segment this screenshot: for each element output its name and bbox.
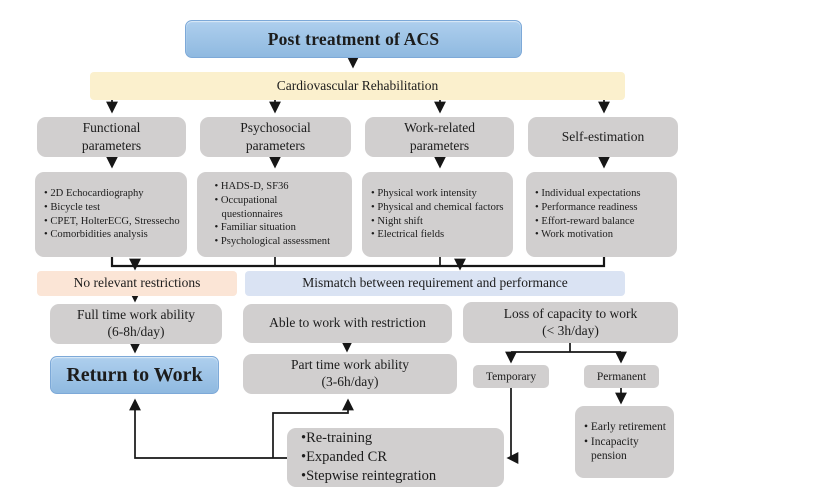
full-time-line2: (6-8h/day) xyxy=(107,324,165,339)
bullet-item: Stepwise reintegration xyxy=(301,467,500,486)
bullet-item: Bicycle test xyxy=(44,201,183,215)
column-header-functional: Functional parameters xyxy=(37,117,186,157)
collector-line xyxy=(110,257,606,268)
bullet-item: HADS-D, SF36 xyxy=(215,180,340,194)
part-time-box: Part time work ability (3-6h/day) xyxy=(243,354,457,394)
bullet-item: Re-training xyxy=(301,429,500,448)
column-header-self-estimation: Self-estimation xyxy=(528,117,678,157)
permanent-box: Permanent xyxy=(584,365,659,388)
bullet-item: Work motivation xyxy=(535,228,673,242)
pension-box: Early retirement Incapacity pension xyxy=(575,406,674,478)
bullet-item: CPET, HolterECG, Stressecho xyxy=(44,215,183,229)
bullet-item: Occupational questionnaires xyxy=(215,194,340,222)
loss-of-capacity-line2: (< 3h/day) xyxy=(542,322,599,338)
able-with-restriction-box: Able to work with restriction xyxy=(243,304,452,343)
bullet-item: Early retirement xyxy=(584,420,670,435)
bullet-item: Incapacity pension xyxy=(584,435,670,465)
post-treatment-title-box: Post treatment of ACS xyxy=(185,20,522,58)
no-restrictions-label: No relevant restrictions xyxy=(73,275,201,291)
able-with-restriction-label: Able to work with restriction xyxy=(269,315,426,331)
bullet-item: Night shift xyxy=(371,215,509,229)
self-estimation-items-box: Individual expectations Performance read… xyxy=(526,172,677,257)
column-header-psychosocial: Psychosocial parameters xyxy=(200,117,351,157)
return-to-work-box: Return to Work xyxy=(50,356,219,394)
column-header-label: Functional parameters xyxy=(81,119,142,153)
bullet-item: Expanded CR xyxy=(301,448,500,467)
functional-items-box: 2D Echocardiography Bicycle test CPET, H… xyxy=(35,172,187,257)
column-header-label: Self-estimation xyxy=(561,128,645,144)
bullet-item: Physical work intensity xyxy=(371,187,509,201)
full-time-box: Full time work ability (6-8h/day) xyxy=(50,304,222,344)
arrow-temporary-to-retraining xyxy=(506,388,519,464)
mismatch-box: Mismatch between requirement and perform… xyxy=(245,271,625,296)
mismatch-label: Mismatch between requirement and perform… xyxy=(302,275,568,291)
psychosocial-items-box: HADS-D, SF36 Occupational questionnaires… xyxy=(197,172,352,257)
cardiovascular-rehab-box: Cardiovascular Rehabilitation xyxy=(90,72,625,100)
work-related-items-box: Physical work intensity Physical and che… xyxy=(362,172,513,257)
bullet-item: Individual expectations xyxy=(535,187,673,201)
bullet-item: Comorbidities analysis xyxy=(44,228,183,242)
bullet-item: Electrical fields xyxy=(371,228,509,242)
arrow-retraining-to-parttime xyxy=(272,398,354,458)
arrow-retraining-to-return xyxy=(129,398,287,459)
cardiovascular-rehab-label: Cardiovascular Rehabilitation xyxy=(276,77,439,93)
retraining-box: Re-training Expanded CR Stepwise reinteg… xyxy=(287,428,504,487)
temporary-label: Temporary xyxy=(485,370,537,383)
part-time-line2: (3-6h/day) xyxy=(321,374,379,389)
column-header-work-related: Work-related parameters xyxy=(365,117,514,157)
flow-arrows xyxy=(106,56,627,464)
permanent-label: Permanent xyxy=(596,370,647,383)
column-header-label: Work-related parameters xyxy=(404,119,475,153)
column-header-label: Psychosocial parameters xyxy=(240,119,311,153)
bullet-item: 2D Echocardiography xyxy=(44,187,183,201)
temporary-box: Temporary xyxy=(473,365,549,388)
return-to-work-label: Return to Work xyxy=(66,363,203,386)
post-treatment-title: Post treatment of ACS xyxy=(267,28,440,49)
bullet-item: Physical and chemical factors xyxy=(371,201,509,215)
bullet-item: Performance readiness xyxy=(535,201,673,215)
bullet-item: Psychological assessment xyxy=(215,235,340,249)
no-restrictions-box: No relevant restrictions xyxy=(37,271,237,296)
loss-of-capacity-box: Loss of capacity to work (< 3h/day) xyxy=(463,302,678,343)
part-time-line1: Part time work ability xyxy=(290,357,410,373)
loss-split-line xyxy=(511,343,621,353)
bullet-item: Effort-reward balance xyxy=(535,215,673,229)
full-time-line1: Full time work ability xyxy=(76,307,196,323)
bullet-item: Familiar situation xyxy=(215,221,340,235)
loss-of-capacity-line1: Loss of capacity to work xyxy=(503,305,638,321)
